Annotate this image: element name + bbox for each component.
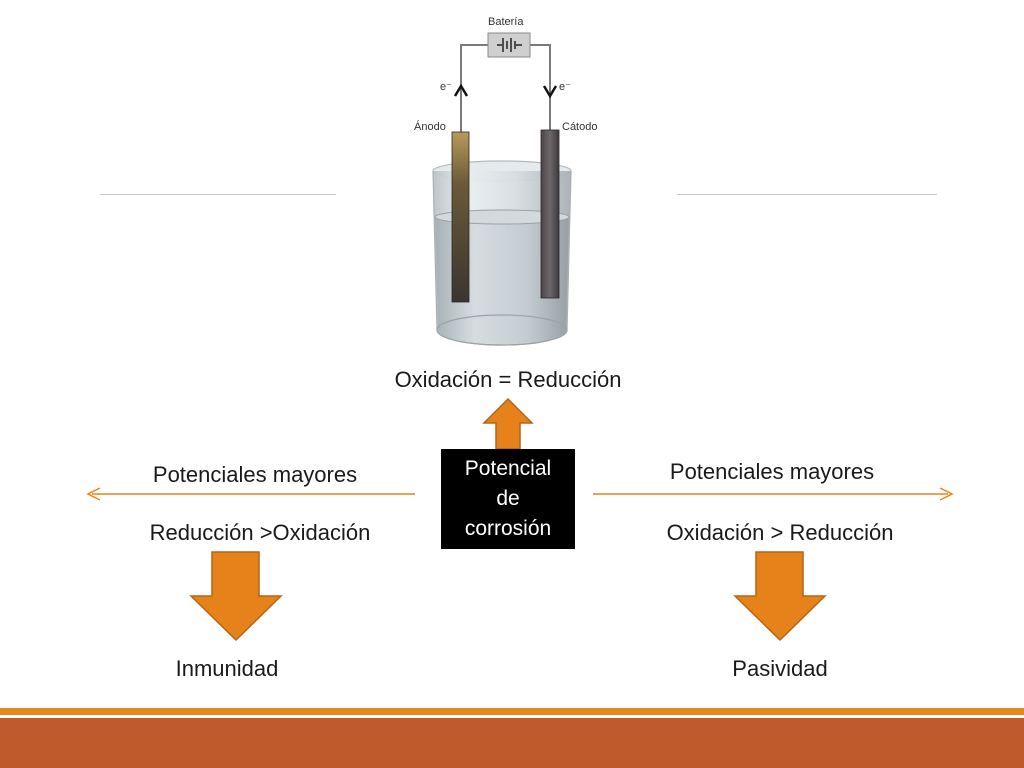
left-heading: Potenciales mayores bbox=[152, 462, 358, 487]
anode-label: Ánodo bbox=[414, 121, 446, 133]
corrosion-potential-line-1: Potencial bbox=[464, 457, 552, 480]
electron-label-left: e⁻ bbox=[440, 81, 452, 93]
anode-electrode bbox=[451, 131, 470, 303]
divider-line-right bbox=[677, 194, 937, 195]
up-arrow-icon bbox=[482, 397, 534, 450]
left-outcome: Inmunidad bbox=[175, 656, 279, 681]
down-arrow-icon bbox=[189, 551, 283, 642]
right-heading: Potenciales mayores bbox=[669, 459, 875, 484]
battery-icon bbox=[487, 32, 531, 58]
electron-down-arrow-icon bbox=[542, 85, 558, 99]
cathode-electrode bbox=[540, 129, 560, 299]
right-outcome: Pasividad bbox=[732, 656, 828, 681]
equilibrium-label: Oxidación = Reducción bbox=[394, 367, 622, 392]
battery-label: Batería bbox=[488, 16, 524, 28]
right-condition: Oxidación > Reducción bbox=[666, 520, 894, 545]
circuit-wires bbox=[460, 44, 551, 132]
electron-up-arrow-icon bbox=[453, 83, 469, 97]
left-direction-arrow-icon bbox=[86, 487, 415, 501]
footer-bar bbox=[0, 718, 1024, 768]
right-direction-arrow-icon bbox=[593, 487, 954, 501]
cathode-label: Cátodo bbox=[562, 121, 598, 133]
electron-label-right: e⁻ bbox=[559, 81, 571, 93]
corrosion-potential-line-3: corrosión bbox=[464, 517, 552, 540]
divider-line-left bbox=[100, 194, 336, 195]
left-condition: Reducción >Oxidación bbox=[149, 520, 371, 545]
corrosion-potential-line-2: de bbox=[496, 487, 520, 510]
beaker-base bbox=[436, 314, 568, 346]
corrosion-potential-box: Potencial de corrosión bbox=[441, 449, 575, 549]
footer-accent-bar bbox=[0, 708, 1024, 715]
down-arrow-icon bbox=[733, 551, 827, 642]
